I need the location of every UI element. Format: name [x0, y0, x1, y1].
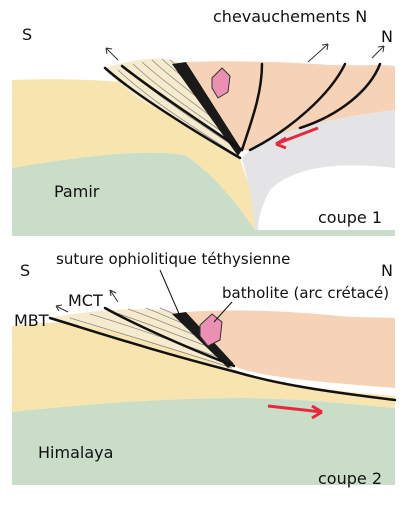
panel2-caption: coupe 2 — [318, 469, 382, 488]
panel2-suture-label: suture ophiolitique téthysienne — [56, 250, 290, 268]
panel-coupe-2: S N suture ophiolitique téthysienne bath… — [12, 250, 395, 488]
panel2-mct-label: MCT — [68, 291, 103, 310]
panel1-right-label: N — [381, 27, 393, 46]
panel1-left-label: S — [22, 25, 32, 44]
panel2-basement-label: Himalaya — [38, 443, 113, 462]
panel1-thrust-label: chevauchements N — [213, 7, 367, 26]
panel2-right-label: N — [381, 261, 393, 280]
panel2-batholith-label: batholite (arc crétacé) — [222, 284, 389, 302]
panel2-mbt-label: MBT — [14, 311, 49, 330]
panel2-left-label: S — [20, 261, 30, 280]
panel-coupe-1: S N chevauchements N Pamir coupe 1 — [12, 7, 395, 236]
panel1-caption: coupe 1 — [318, 208, 382, 227]
panel1-basement-label: Pamir — [54, 182, 100, 201]
